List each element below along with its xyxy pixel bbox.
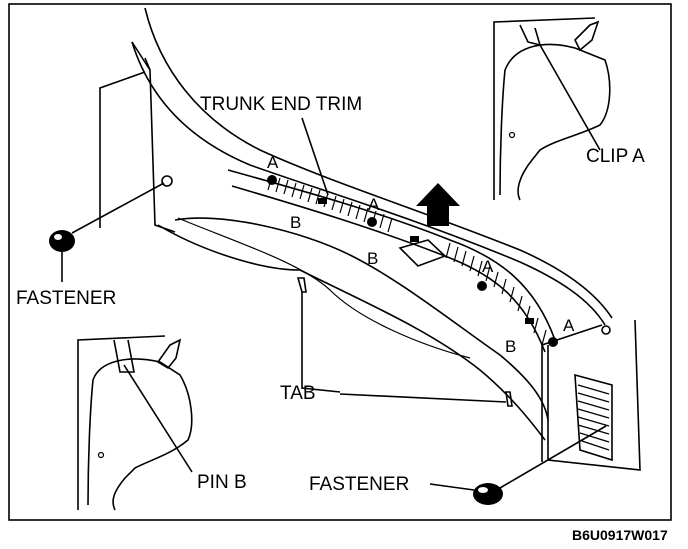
label-trunk-end-trim: TRUNK END TRIM [200,94,362,115]
clip-points [267,175,558,347]
marker-a1: A [267,153,279,172]
fastener-left-icon [49,230,75,252]
pin-point-b1 [318,198,327,204]
trim-slot [398,239,447,267]
clip-point-a3 [477,281,487,291]
tab-left [296,277,307,293]
tab-right [505,391,513,407]
body-upper-edge [144,7,613,319]
inset-clip-a-bracket [519,24,542,47]
label-pin-b: PIN B [197,472,247,493]
trunk-end-trim-panel [131,7,641,471]
tab-leader-right [339,393,507,403]
inset-pin-b [77,335,193,511]
tab-leader-left [301,292,341,393]
panel-lower-body [157,224,546,441]
marker-b2: B [367,249,378,268]
inset-pin-b-panel [92,358,193,511]
pin-b-leader [123,364,193,473]
trim-label-leader [301,117,329,196]
removal-direction-arrow [416,183,460,226]
panel-lower-inner [174,217,549,421]
label-fastener-right: FASTENER [309,474,409,495]
fastener-right-part [429,324,607,505]
label-fastener-left: FASTENER [16,288,116,309]
pin-point-b2 [410,236,419,242]
panel-left-side [131,41,176,233]
marker-a2: A [368,195,380,214]
clip-point-a1 [267,175,277,185]
right-vent-hatching [577,384,610,451]
fastener-hole-left [161,175,173,187]
inset-clip-a-panel [504,43,611,201]
trim-hatching [267,175,547,346]
trim-strip-top-edge [227,169,556,341]
inset-clip-a [493,17,611,201]
right-end-panel [547,319,641,471]
inset-pin-b-frame [77,335,166,510]
fastener-left-part [49,71,165,282]
clip-point-a2 [367,217,377,227]
label-tab: TAB [280,383,316,404]
pin-point-b3 [525,318,534,324]
marker-b1: B [290,213,301,232]
panel-left-notch [144,57,151,71]
figure-border [8,3,672,521]
label-clip-a: CLIP A [586,146,645,167]
inset-pin-b-bracket [113,339,135,373]
clip-a-leader [539,44,601,151]
inset-clip-a-frame [493,17,596,200]
fastener-hole-right [601,325,611,335]
inset-pin-b-pin [156,338,182,370]
panel-contour [177,217,471,359]
marker-a4: A [563,316,575,335]
inset-clip-a-clip [574,20,600,52]
marker-b3: B [505,337,516,356]
body-inner-edge [131,41,606,326]
fastener-right-icon [473,483,503,505]
marker-a3: A [482,257,494,276]
figure-code: B6U0917W017 [572,527,668,543]
